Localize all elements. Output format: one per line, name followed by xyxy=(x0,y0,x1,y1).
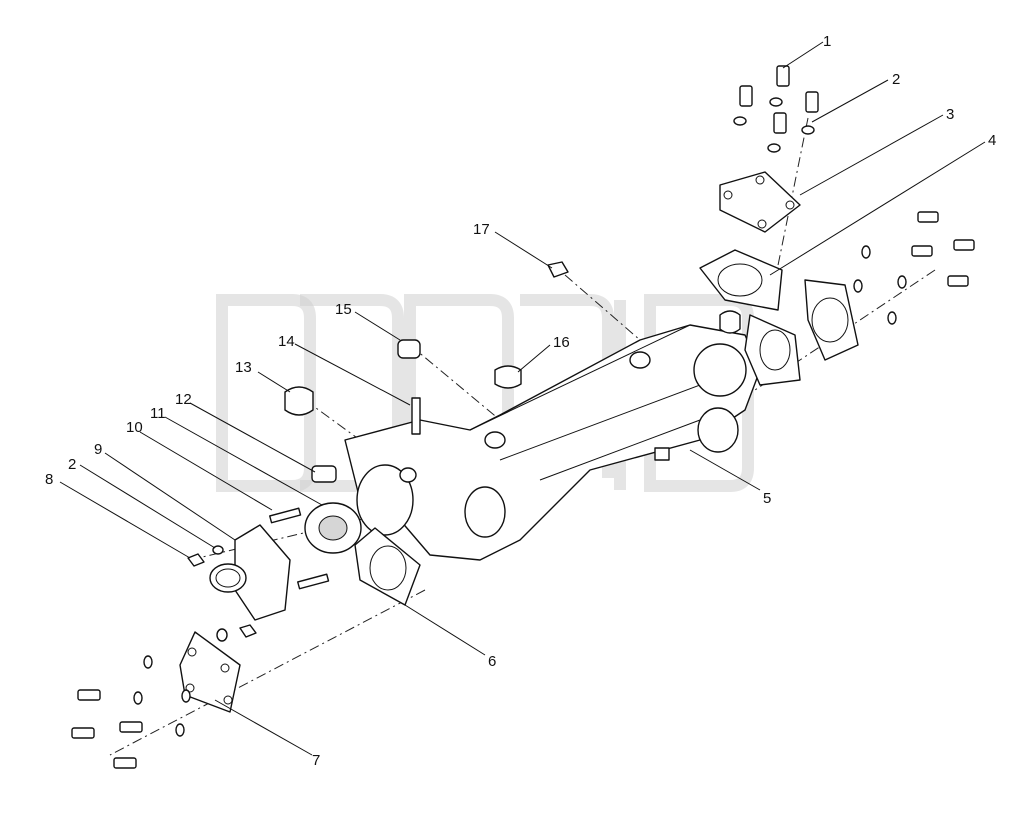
gasket-6 xyxy=(354,527,421,606)
callout-5: 5 xyxy=(763,490,771,507)
stud-10 xyxy=(269,507,302,524)
callout-13: 13 xyxy=(235,359,252,376)
callout-labels: 1 2 3 4 5 6 7 8 2 9 10 11 12 13 14 15 16… xyxy=(45,33,996,769)
callout-11: 11 xyxy=(150,405,166,422)
callout-10: 10 xyxy=(126,419,143,436)
callout-7: 7 xyxy=(312,752,320,769)
bolt-group-right xyxy=(853,211,975,325)
plug-17 xyxy=(547,261,569,278)
stud-14 xyxy=(411,397,421,435)
stud-10b xyxy=(297,573,330,590)
callout-15: 15 xyxy=(335,301,352,318)
washer-2b xyxy=(212,545,224,555)
outlet-elbow-9 xyxy=(209,524,291,621)
callout-8: 8 xyxy=(45,471,53,488)
cap-16 xyxy=(494,365,522,389)
callout-2-bottom: 2 xyxy=(68,456,76,473)
leader-lines xyxy=(59,41,986,756)
callout-1: 1 xyxy=(823,33,831,50)
sleeve-12 xyxy=(311,465,337,483)
callout-12: 12 xyxy=(175,391,192,408)
small-parts xyxy=(187,261,569,590)
callout-6: 6 xyxy=(488,653,496,670)
nut-8 xyxy=(187,553,205,567)
cover-plate-3 xyxy=(719,171,801,233)
housing-part xyxy=(344,324,761,561)
callout-3: 3 xyxy=(946,106,954,123)
callout-14: 14 xyxy=(278,333,295,350)
callout-4: 4 xyxy=(988,132,996,149)
thermostat-11 xyxy=(304,502,362,554)
callout-16: 16 xyxy=(553,334,570,351)
callout-9: 9 xyxy=(94,441,102,458)
gasket-4 xyxy=(699,249,783,311)
bolt-group-top xyxy=(733,65,819,153)
callout-17: 17 xyxy=(473,221,490,238)
callout-2-top: 2 xyxy=(892,71,900,88)
bolt-group-lower-left xyxy=(71,624,257,769)
plug-13 xyxy=(284,386,314,416)
right-flange xyxy=(719,279,859,386)
sleeve-15 xyxy=(397,339,421,359)
